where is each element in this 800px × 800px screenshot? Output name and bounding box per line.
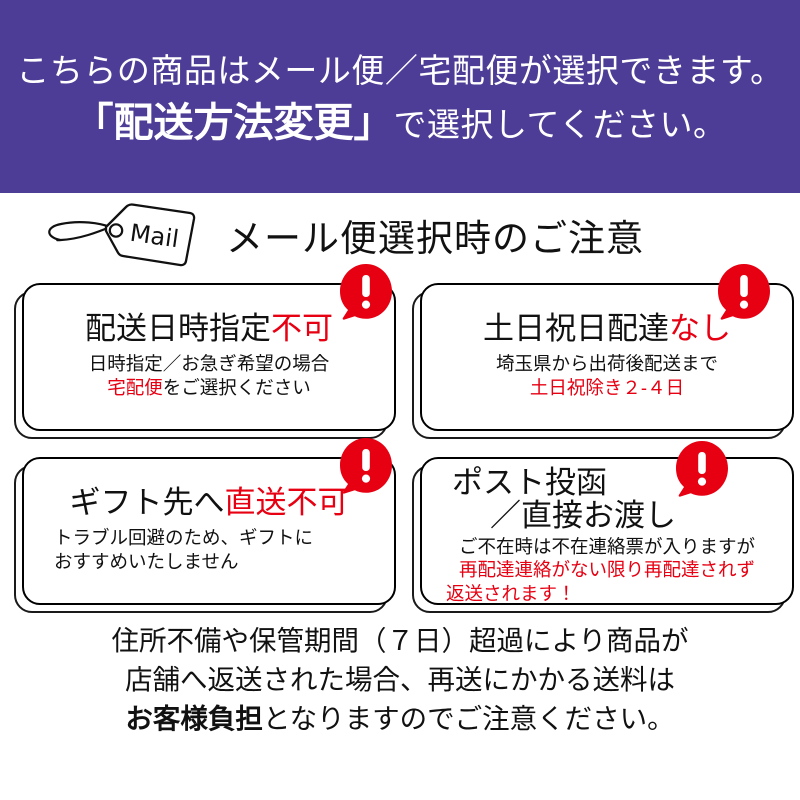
card-body: 配送日時指定不可 日時指定／お急ぎ希望の場合 宅配便をご選択ください xyxy=(22,283,396,431)
notice-card-weekend-holiday: 土日祝日配達なし 埼玉県から出荷後配送まで 土日祝除き２-４日 xyxy=(412,264,794,439)
card-subtext-line-3: 返送されます！ xyxy=(446,583,576,605)
card-heading: 土日祝日配達なし xyxy=(434,312,780,347)
card-heading-line-1: ポスト投函 xyxy=(452,465,607,500)
notice-cards-grid: 配送日時指定不可 日時指定／お急ぎ希望の場合 宅配便をご選択ください 土日祝日配… xyxy=(0,264,800,615)
footer-line-2: 店舗へ返送された場合、再送にかかる送料は xyxy=(125,664,675,696)
card-heading: 配送日時指定不可 xyxy=(36,312,382,347)
card-heading-black: 土日祝日配達 xyxy=(483,311,669,347)
card-heading-red: 直送不可 xyxy=(224,485,349,521)
section-title: メール便選択時のご注意 xyxy=(226,218,644,259)
footer-emphasis: お客様負担 xyxy=(125,703,263,735)
card-heading-red: なし xyxy=(669,311,731,347)
card-heading: ギフト先へ直送不可 xyxy=(36,486,382,521)
header-line-1: こちらの商品はメール便／宅配便が選択できます。 xyxy=(16,52,784,89)
card-heading-red: 不可 xyxy=(271,311,333,347)
header-line-2-tail: で選択してください。 xyxy=(393,106,727,143)
card-subtext-line-2: 土日祝除き２-４日 xyxy=(529,376,685,398)
header-bracket-open: 「 xyxy=(73,101,114,145)
exclamation-bubble-icon xyxy=(340,438,392,494)
card-subtext-line-2: 再配達連絡がない限り再配達されず xyxy=(458,559,755,581)
header-bracket-close: 」 xyxy=(353,101,394,145)
card-heading-black: ギフト先へ xyxy=(69,485,225,521)
header-emphasis: 配送方法変更 xyxy=(113,101,354,145)
card-subtext-black: をご選択ください xyxy=(162,376,311,398)
notice-card-delivery-datetime: 配送日時指定不可 日時指定／お急ぎ希望の場合 宅配便をご選択ください xyxy=(14,264,396,439)
card-subtext-line-1: トラブル回避のため、ギフトに xyxy=(54,527,314,549)
card-heading: ポスト投函 ／直接お渡し xyxy=(434,465,780,533)
footer-line-3: お客様負担となりますのでご注意ください。 xyxy=(0,699,800,738)
card-body: ギフト先へ直送不可 トラブル回避のため、ギフトに おすすめいたしません xyxy=(22,457,396,605)
card-subtext-line-1: 埼玉県から出荷後配送まで xyxy=(495,353,718,375)
header-banner: こちらの商品はメール便／宅配便が選択できます。 「配送方法変更」で選択してくださ… xyxy=(0,0,800,193)
card-subtext-line-1: ご不在時は不在連絡票が入りますが xyxy=(458,535,755,557)
notice-card-post-delivery: ポスト投函 ／直接お渡し ご不在時は不在連絡票が入りますが 再配達連絡がない限り… xyxy=(412,441,794,613)
card-subtext-red: 宅配便 xyxy=(107,376,163,398)
card-subtext: 埼玉県から出荷後配送まで 土日祝除き２-４日 xyxy=(434,352,780,399)
card-subtext-line-1: 日時指定／お急ぎ希望の場合 xyxy=(88,353,330,375)
card-body: ポスト投函 ／直接お渡し ご不在時は不在連絡票が入りますが 再配達連絡がない限り… xyxy=(420,457,794,605)
card-heading-line-2: ／直接お渡し xyxy=(490,497,676,533)
section-title-row: Mail メール便選択時のご注意 xyxy=(0,193,800,275)
card-subtext: トラブル回避のため、ギフトに おすすめいたしません xyxy=(36,526,382,573)
card-subtext-line-2: おすすめいたしません xyxy=(54,550,239,572)
mail-tag-label: Mail xyxy=(128,219,180,254)
card-heading-black: 配送日時指定 xyxy=(85,311,271,347)
mail-tag-icon: Mail xyxy=(48,203,196,267)
footer-line-1: 住所不備や保管期間（７日）超過により商品が xyxy=(111,625,689,656)
footer-notice: 住所不備や保管期間（７日）超過により商品が 店舗へ返送された場合、再送にかかる送… xyxy=(0,621,800,738)
footer-line-3-rest: となりますのでご注意ください。 xyxy=(262,703,675,735)
card-subtext-line-2: 宅配便をご選択ください xyxy=(36,376,382,400)
exclamation-bubble-icon xyxy=(718,264,770,320)
exclamation-bubble-icon xyxy=(676,441,728,497)
header-line-2: 「配送方法変更」で選択してください。 xyxy=(73,103,726,143)
exclamation-bubble-icon xyxy=(340,264,392,320)
notice-card-gift-direct-ship: ギフト先へ直送不可 トラブル回避のため、ギフトに おすすめいたしません xyxy=(14,438,396,613)
card-subtext: 日時指定／お急ぎ希望の場合 宅配便をご選択ください xyxy=(36,352,382,399)
card-subtext: ご不在時は不在連絡票が入りますが 再配達連絡がない限り再配達されず 返送されます… xyxy=(434,535,780,606)
